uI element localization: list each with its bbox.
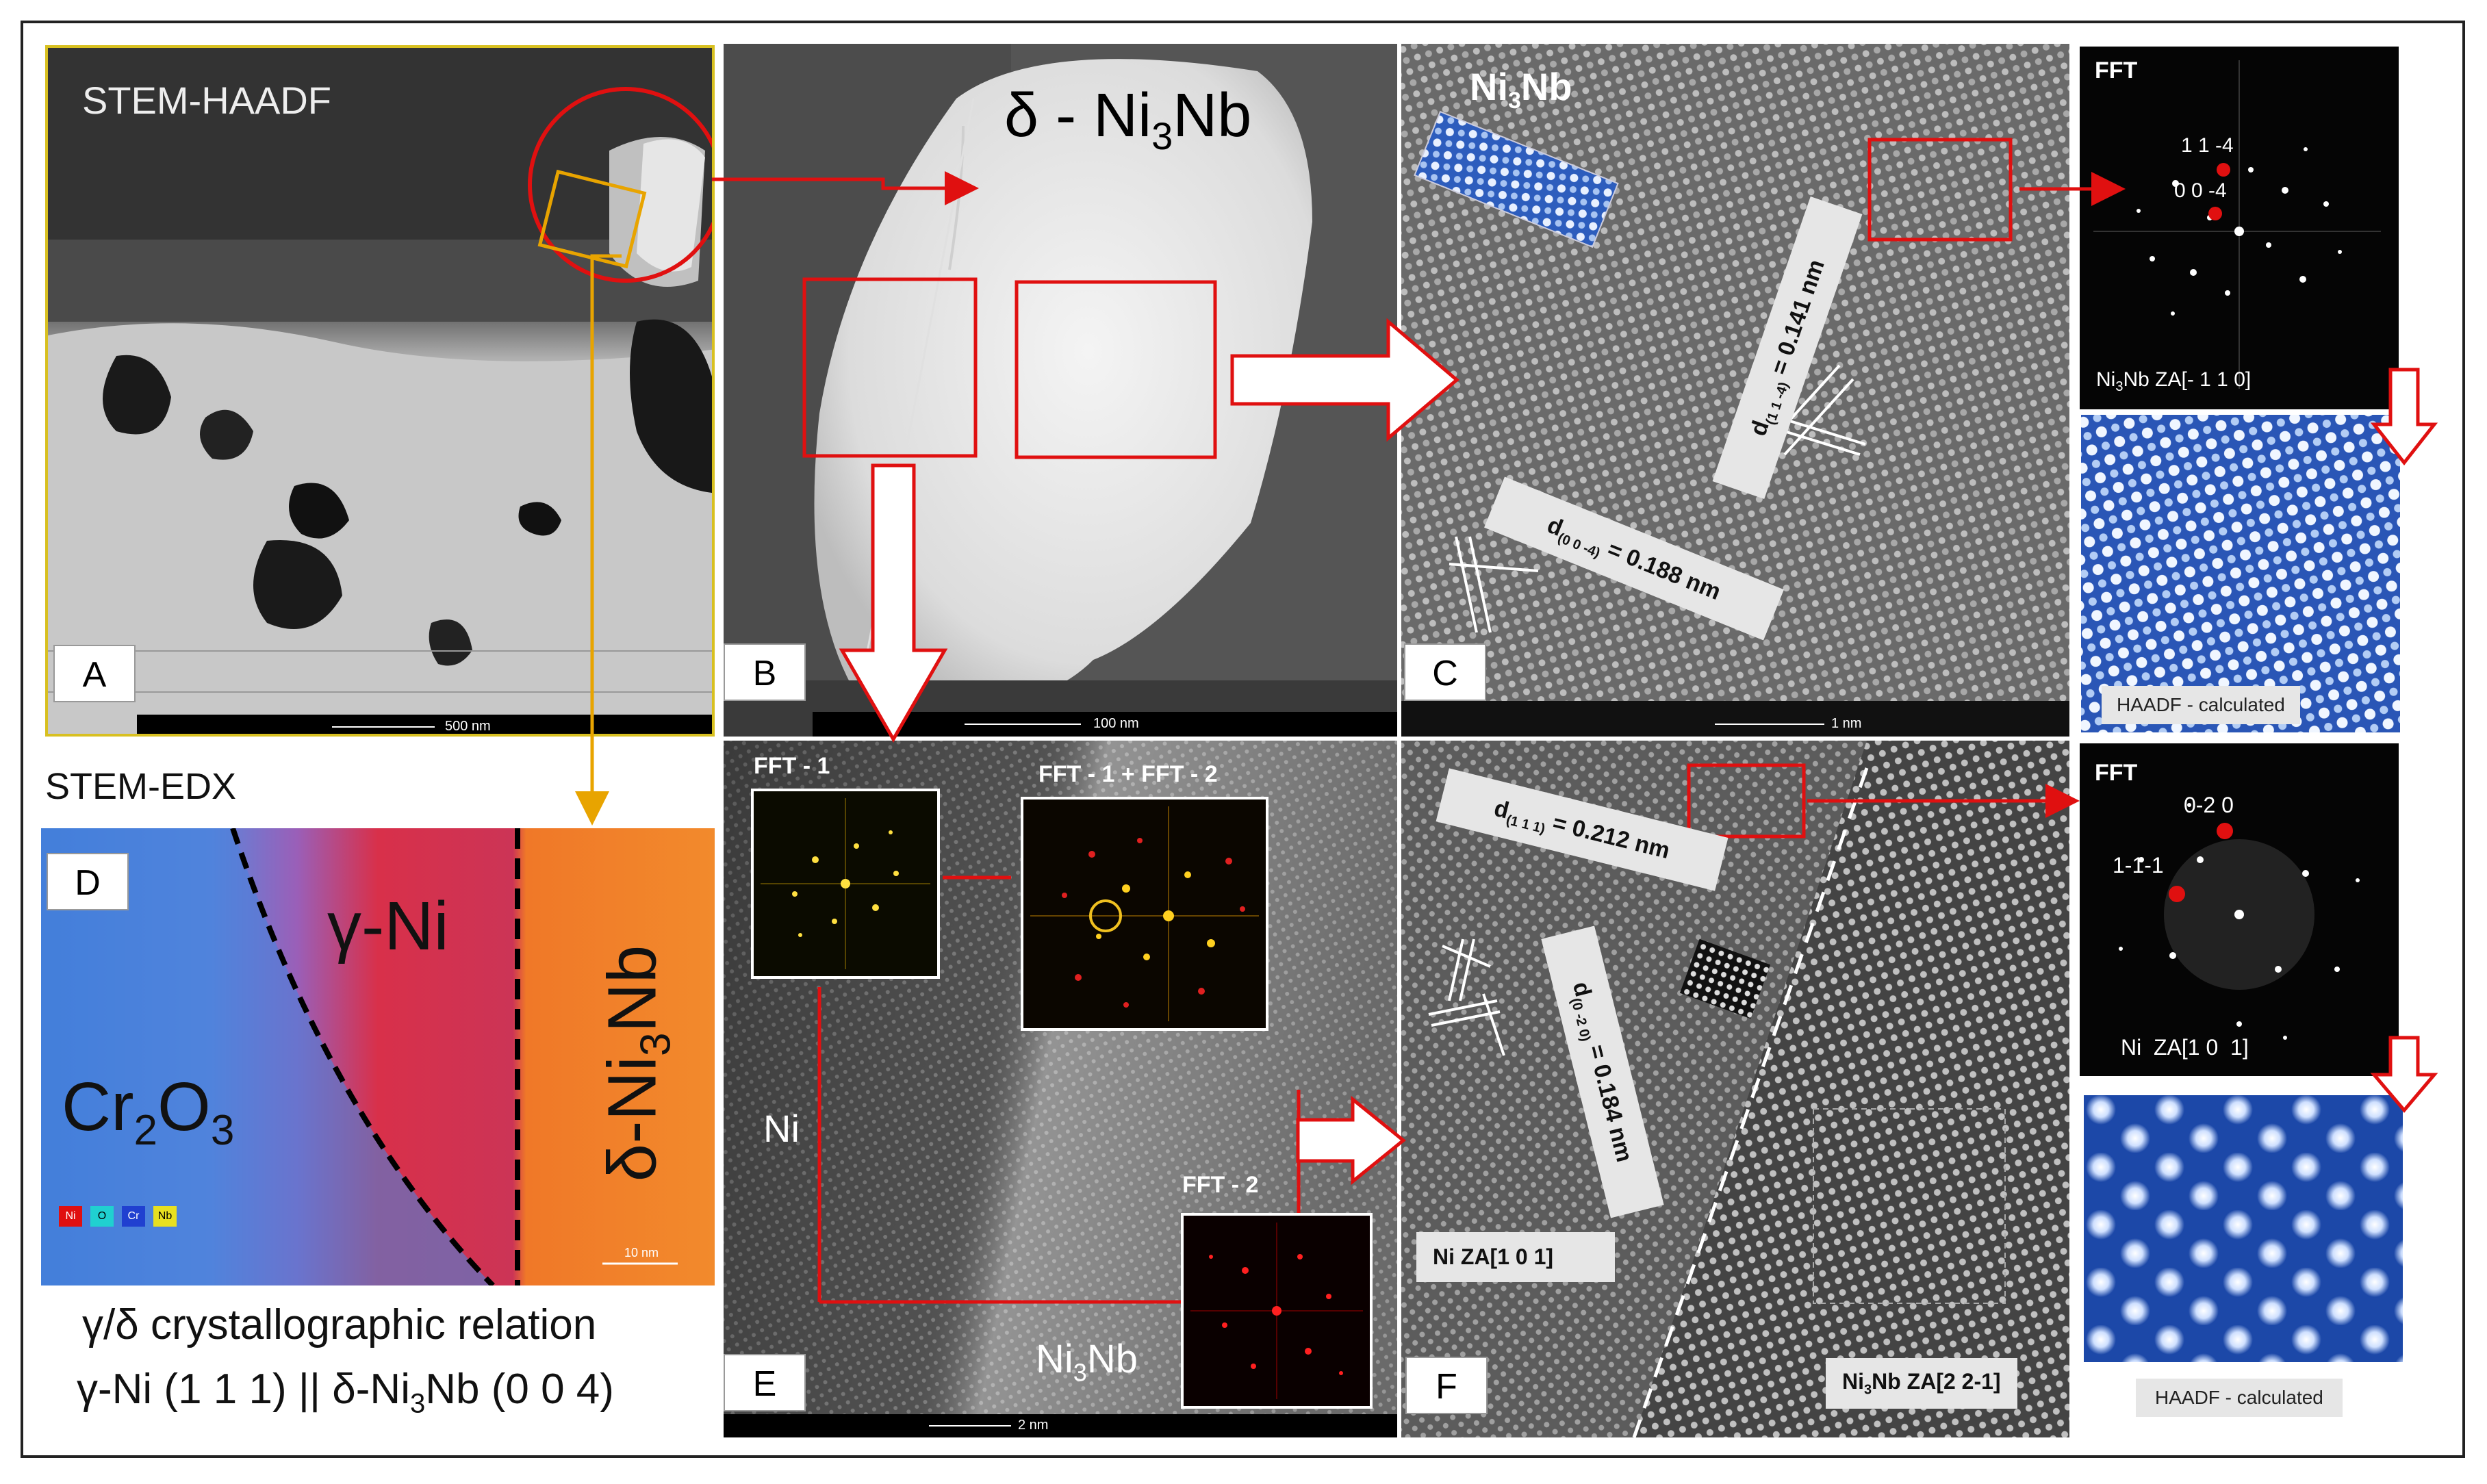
- fft-combined-circle-marker: [1089, 899, 1122, 932]
- panel-c-letter: C: [1404, 643, 1486, 701]
- panel-a-scalebar: 500 nm: [137, 715, 712, 734]
- calc-c-label: HAADF - calculated: [2102, 686, 2300, 724]
- fft-combined-spots: [1030, 806, 1259, 1021]
- fft-c-spot-marker-1: [2217, 163, 2230, 177]
- fft-c-zone-axis: Ni3Nb ZA[- 1 1 0]: [2096, 368, 2252, 394]
- panel-f-lattice: [1401, 741, 2069, 1437]
- panel-b-title: δ - Ni3Nb: [1004, 81, 1252, 157]
- panel-a-selection-box: [537, 169, 647, 269]
- fft-f-pattern: FFT 0-2 0 1-1-1 Ni ZA[1 0 1]: [2080, 743, 2399, 1076]
- fft-f-spots: [2119, 803, 2360, 1040]
- panel-a-stem-haadf-image: STEM-HAADF A 500 nm: [45, 45, 715, 737]
- panel-c-scalebar: 1 nm: [1489, 712, 2069, 737]
- fft-f-spot-label-1: 0-2 0: [2184, 793, 2234, 817]
- fft-f-title: FFT: [2095, 760, 2138, 786]
- panel-a-scale-label: 500 nm: [445, 719, 491, 734]
- panel-e-letter: E: [724, 1354, 806, 1411]
- figure-frame: [21, 21, 2465, 1458]
- panel-e-interface-image: FFT - 1 FFT - 1 + FFT - 2: [724, 741, 1397, 1437]
- legend-o: O: [90, 1206, 114, 1227]
- fft-c-title: FFT: [2095, 57, 2138, 84]
- legend-nb: Nb: [153, 1206, 177, 1227]
- panel-d-caption-line-1: γ/δ crystallographic relation: [82, 1301, 597, 1348]
- panel-e-ni-label: Ni: [763, 1107, 800, 1150]
- panel-b-delta-phase-image: δ - Ni3Nb B 100 nm: [724, 44, 1397, 737]
- panel-d-phase-gamma-ni: γ-Ni: [327, 888, 449, 964]
- panel-d-element-legend: Ni O Cr Nb: [59, 1206, 177, 1227]
- panel-f-letter: F: [1405, 1357, 1488, 1414]
- panel-b-region-box-2: [1015, 280, 1217, 459]
- panel-b-region-box-1: [802, 277, 978, 458]
- calc-f-lattice: [2084, 1095, 2403, 1362]
- legend-cr: Cr: [122, 1206, 145, 1227]
- panel-a-overlays: [528, 87, 712, 283]
- panel-a-title: STEM-HAADF: [82, 79, 331, 122]
- panel-b-letter: B: [724, 643, 806, 701]
- fft-c-spot-label-2: 0 0 -4: [2174, 179, 2227, 202]
- panel-c-title: Ni3Nb: [1470, 65, 1572, 114]
- fft-f-spot-marker-2: [2169, 886, 2185, 902]
- calc-f-label: HAADF - calculated: [2136, 1379, 2343, 1417]
- panel-d-phase-delta-ni3nb: δ-Ni3Nb: [594, 945, 680, 1182]
- panel-b-overlays: [802, 277, 1217, 459]
- calc-c-simulated-image: HAADF - calculated: [2081, 415, 2400, 732]
- panel-d-phase-cr2o3: Cr2O3: [62, 1069, 235, 1154]
- panel-d-caption-line-2: γ-Ni (1 1 1) || δ-Ni3Nb (0 0 4): [77, 1366, 614, 1419]
- panel-e-scale-label: 2 nm: [1018, 1418, 1049, 1433]
- panel-c-region-box: [1867, 138, 2013, 242]
- fft-1-inset: [751, 789, 940, 979]
- calc-f-simulated-image: [2084, 1095, 2403, 1362]
- fft-f-spot-label-2: 1-1-1: [2113, 853, 2164, 878]
- panel-b-scale-label: 100 nm: [1093, 716, 1139, 731]
- calc-c-lattice: [2081, 415, 2400, 732]
- fft-1-spots: [761, 798, 930, 969]
- panel-c-scale-label: 1 nm: [1831, 716, 1862, 731]
- fft-1-label: FFT - 1: [754, 753, 830, 779]
- panel-e-scalebar: 2 nm: [929, 1414, 1134, 1437]
- panel-c-lattice-image: [1401, 44, 2069, 737]
- fft-2-spots: [1190, 1223, 1363, 1399]
- panel-f-zone-ni: Ni ZA[1 0 1]: [1416, 1232, 1615, 1282]
- fft-2-inset: [1181, 1213, 1373, 1409]
- panel-d-letter: D: [47, 853, 129, 910]
- fft-f-zone-axis: Ni ZA[1 0 1]: [2121, 1035, 2249, 1060]
- fft-c-pattern: FFT 1 1 -4 0 0 -4 Ni3Nb ZA[- 1 1 0]: [2080, 47, 2399, 409]
- panel-f-simulated-inset: [1679, 938, 1771, 1019]
- panel-f-interface-image: d(1 1 1) = 0.212 nm d(0 -2 0) = 0.184 nm…: [1401, 741, 2069, 1437]
- panel-d-edx-map: D γ-Ni δ-Ni3Nb Cr2O3 Ni O Cr Nb 10 nm: [41, 828, 715, 1285]
- legend-ni: Ni: [59, 1206, 82, 1227]
- fft-c-spot-marker-2: [2208, 207, 2222, 220]
- fft-2-label: FFT - 2: [1182, 1172, 1259, 1198]
- fft-f-spot-marker-1: [2217, 823, 2233, 839]
- panel-a-letter: A: [53, 645, 136, 702]
- panel-d-scale-label: 10 nm: [624, 1246, 659, 1259]
- panel-f-zone-ni3nb: Ni3Nb ZA[2 2-1]: [1826, 1358, 2017, 1409]
- panel-d-edx-composite: [41, 828, 715, 1285]
- fft-c-spots: [2093, 60, 2381, 389]
- panel-f-region-box: [1687, 763, 1806, 839]
- fft-combined-inset: [1021, 797, 1268, 1031]
- fft-c-spot-label-1: 1 1 -4: [2181, 134, 2234, 157]
- panel-e-ni3nb-label: Ni3Nb: [1036, 1337, 1138, 1387]
- panel-c-simulated-inset: [1414, 110, 1619, 248]
- panel-c-hrstem-image: Ni3Nb d(1 1 -4) = 0.141 nm d(0 0 -4) = 0…: [1401, 44, 2069, 737]
- fft-combined-label: FFT - 1 + FFT - 2: [1038, 761, 1218, 787]
- panel-b-scalebar: 100 nm: [813, 712, 1397, 737]
- panel-a-selection-circle: [528, 87, 712, 283]
- panel-d-title: STEM-EDX: [45, 766, 237, 807]
